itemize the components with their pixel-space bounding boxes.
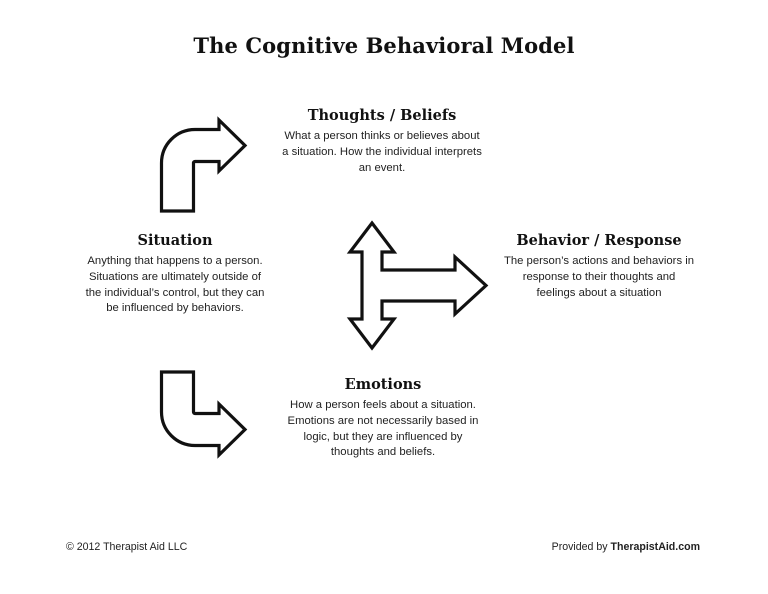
node-behavior-response-body: The person’s actions and behaviors in re… bbox=[503, 255, 695, 299]
curved-arrow-up-right-icon bbox=[159, 116, 248, 213]
node-emotions-body: How a person feels about a situation. Em… bbox=[287, 399, 479, 459]
node-thoughts-beliefs-body: What a person thinks or believes about a… bbox=[282, 130, 482, 174]
node-behavior-response: Behavior / Response The person’s actions… bbox=[502, 232, 696, 301]
node-thoughts-beliefs-heading: Thoughts / Beliefs bbox=[307, 107, 457, 124]
page-title: The Cognitive Behavioral Model bbox=[193, 33, 575, 58]
node-situation: Situation Anything that happens to a per… bbox=[82, 232, 268, 317]
node-thoughts-beliefs: Thoughts / Beliefs What a person thinks … bbox=[282, 107, 482, 176]
node-behavior-response-heading: Behavior / Response bbox=[516, 232, 682, 249]
footer-brand-link[interactable]: TherapistAid.com bbox=[610, 541, 700, 553]
footer-provided-by-prefix: Provided by bbox=[551, 541, 611, 553]
node-situation-heading: Situation bbox=[137, 232, 213, 249]
node-situation-body: Anything that happens to a person. Situa… bbox=[85, 255, 265, 315]
node-emotions-heading: Emotions bbox=[344, 376, 422, 393]
tri-directional-arrow-icon bbox=[346, 220, 489, 351]
footer-provided-by: Provided by TherapistAid.com bbox=[552, 541, 700, 553]
footer-copyright: © 2012 Therapist Aid LLC bbox=[66, 541, 188, 553]
curved-arrow-down-right-icon bbox=[159, 370, 248, 459]
node-emotions: Emotions How a person feels about a situ… bbox=[285, 376, 481, 461]
